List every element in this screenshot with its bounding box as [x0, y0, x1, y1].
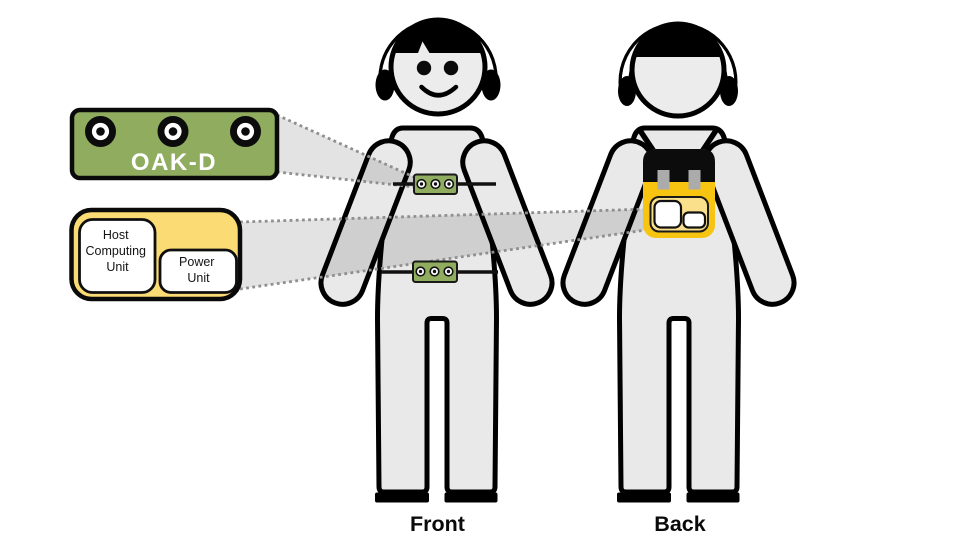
host-power-callout: Host Computing Unit Power Unit [69, 207, 243, 302]
front-hair [393, 20, 483, 53]
waist-strap-device [381, 260, 498, 283]
oakd-beam [276, 113, 416, 189]
backpack-flap [643, 149, 715, 182]
host-computing-unit-module [653, 199, 683, 229]
front-figure [318, 17, 555, 503]
host-power-beam-dotted-bottom [239, 228, 650, 291]
front-left-foot [375, 492, 429, 503]
oakd-beam-fill [277, 115, 415, 187]
backpack-strap-left [636, 127, 658, 155]
oakd-label: OAK-D [131, 149, 217, 176]
oakd-camera-lens-icons [85, 116, 261, 147]
oakd-beam-dotted-top [276, 113, 416, 179]
back-left-foot [617, 492, 671, 503]
host-power-beam-fill [240, 209, 649, 289]
power-unit-module [682, 211, 707, 229]
host-power-beam-dotted-top [239, 207, 650, 224]
oakd-callout: OAK-D [69, 107, 280, 181]
host-computing-unit-box [78, 218, 157, 294]
smile [419, 84, 459, 98]
left-eye [416, 60, 432, 76]
backpack-strap-right [698, 127, 720, 155]
back-head [618, 21, 738, 119]
back-left-arm [560, 138, 655, 307]
front-right-arm [460, 138, 555, 307]
front-head [375, 17, 501, 117]
back-right-arm [702, 138, 797, 307]
front-label: Front [410, 512, 465, 536]
front-left-arm [318, 138, 413, 307]
oakd-beam-dotted-bottom [276, 170, 416, 189]
backpack-tab-right [688, 170, 701, 190]
back-right-foot [686, 492, 740, 503]
back-hair [634, 24, 722, 57]
waist-device-lenses [415, 266, 454, 277]
host-power-beam [239, 207, 650, 291]
back-label: Back [654, 512, 705, 536]
power-unit-box [158, 248, 238, 294]
front-right-foot [444, 492, 498, 503]
back-figure [560, 21, 797, 503]
backpack-unit [643, 149, 715, 238]
right-eye [443, 60, 459, 76]
chest-camera-device [393, 173, 496, 195]
power-unit-label: Power Unit [179, 255, 218, 285]
host-computing-unit-label: Host Computing Unit [86, 228, 150, 274]
chest-camera-lenses [416, 178, 455, 190]
backpack-tab-left [657, 170, 670, 190]
